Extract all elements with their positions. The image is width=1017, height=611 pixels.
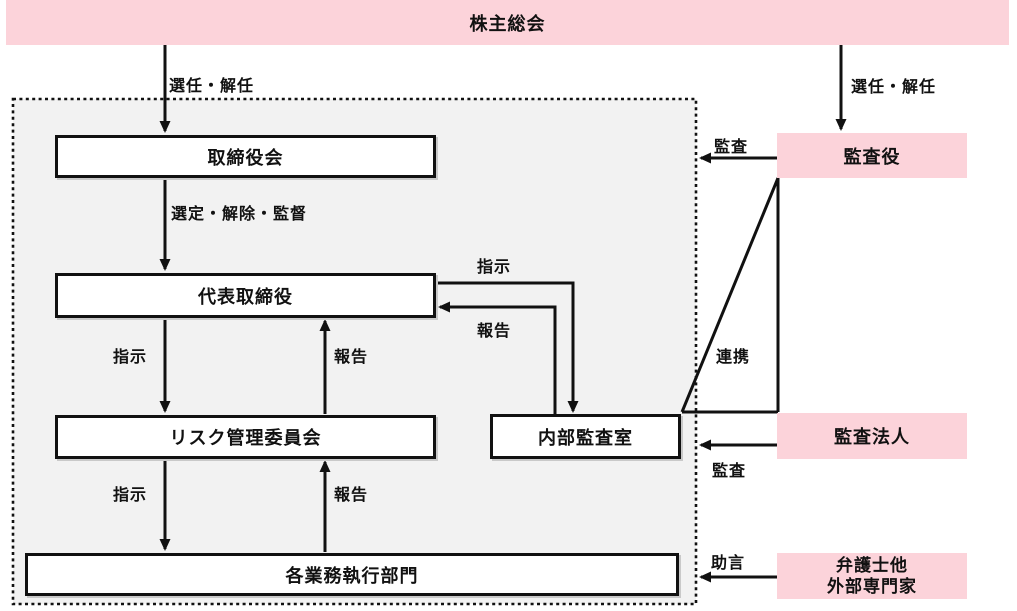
node-shareholders-meeting-label: 株主総会 bbox=[469, 13, 546, 34]
node-risk-management-committee-label: リスク管理委員会 bbox=[169, 428, 322, 448]
edge-label-instruct-right: 指示 bbox=[477, 259, 512, 276]
node-audit-firm-label: 監査法人 bbox=[834, 427, 910, 447]
arrow-report-right bbox=[438, 301, 557, 414]
node-representative-director-label: 代表取締役 bbox=[198, 286, 293, 307]
edge-label-report-mid: 報告 bbox=[334, 349, 369, 366]
node-corporate-auditor-label: 監査役 bbox=[843, 146, 901, 167]
edge-label-appoint-dismiss-left: 選任・解任 bbox=[169, 78, 255, 95]
node-audit-firm: 監査法人 bbox=[777, 413, 967, 459]
arrow-instruct-right bbox=[436, 281, 579, 413]
node-representative-director: 代表取締役 bbox=[55, 273, 436, 318]
cooperation-line-diagonal bbox=[680, 177, 780, 413]
node-corporate-auditor: 監査役 bbox=[777, 133, 967, 178]
node-internal-audit-office-label: 内部監査室 bbox=[538, 427, 633, 448]
edge-label-advice: 助言 bbox=[711, 555, 746, 572]
edge-label-audit-top: 監査 bbox=[714, 139, 749, 156]
edge-label-audit-bottom: 監査 bbox=[712, 463, 747, 480]
edge-label-instruct-mid: 指示 bbox=[113, 349, 148, 366]
node-executive-departments: 各業務執行部門 bbox=[25, 553, 679, 596]
node-external-experts-label-line1: 弁護士他 bbox=[836, 555, 908, 575]
node-board-of-directors: 取締役会 bbox=[55, 135, 436, 178]
node-internal-audit-office: 内部監査室 bbox=[490, 414, 681, 459]
edge-label-instruct-lower: 指示 bbox=[113, 487, 148, 504]
node-shareholders-meeting: 株主総会 bbox=[6, 0, 1009, 45]
node-external-experts-label-line2: 外部専門家 bbox=[827, 577, 917, 596]
edge-label-appoint-dismiss-right: 選任・解任 bbox=[851, 79, 937, 96]
node-risk-management-committee: リスク管理委員会 bbox=[55, 415, 436, 459]
edge-label-report-right: 報告 bbox=[477, 323, 512, 340]
node-external-experts: 弁護士他 外部専門家 bbox=[777, 553, 967, 599]
edge-label-report-lower: 報告 bbox=[334, 487, 369, 504]
edge-label-select-dismiss-supervise: 選定・解除・監督 bbox=[171, 206, 308, 223]
internal-panel bbox=[11, 97, 698, 606]
edge-label-cooperation: 連携 bbox=[716, 349, 751, 366]
node-executive-departments-label: 各業務執行部門 bbox=[285, 565, 419, 586]
node-board-of-directors-label: 取締役会 bbox=[207, 147, 284, 168]
